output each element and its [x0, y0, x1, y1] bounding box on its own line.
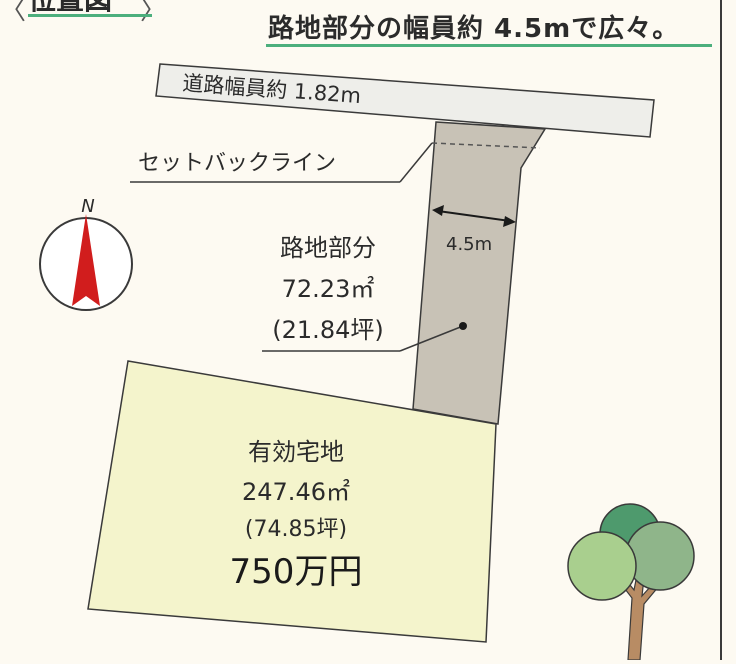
main-lot	[87, 360, 497, 643]
lot-area-tsubo: (74.85坪)	[245, 517, 347, 542]
setback-line	[431, 142, 541, 149]
tree-canopy-right	[625, 521, 695, 591]
width-arrow-line	[437, 210, 511, 222]
corner-label-text: 位置図	[28, 0, 112, 18]
frame-border-right	[720, 0, 722, 660]
setback-label: セットバックライン	[138, 151, 336, 176]
access-strip	[412, 121, 547, 425]
width-arrowhead-right	[503, 216, 516, 227]
strip-leader-dot	[459, 322, 467, 330]
strip-leader-diagonal	[399, 325, 464, 352]
width-label: 4.5m	[446, 234, 492, 255]
tree-canopy-left	[567, 531, 637, 601]
compass: N	[39, 196, 133, 311]
corner-paren-left: 〈	[0, 0, 27, 26]
strip-name: 路地部分	[280, 234, 376, 262]
strip-area-m2: 72.23㎡	[282, 275, 375, 303]
road-strip	[155, 63, 655, 138]
width-arrowhead-left	[432, 205, 444, 216]
tree-icon	[567, 503, 695, 661]
lot-area-m2: 247.46㎡	[242, 478, 350, 506]
strip-area-tsubo: (21.84坪)	[272, 316, 383, 344]
title-underline	[266, 44, 712, 47]
corner-paren-right: 〉	[140, 0, 167, 26]
page-title: 路地部分の幅員約 4.5mで広々。	[268, 14, 680, 44]
lot-name: 有効宅地	[248, 438, 344, 466]
corner-underline	[28, 14, 152, 17]
setback-leader-diagonal	[399, 142, 433, 183]
lot-price: 750万円	[230, 552, 363, 592]
compass-north-label: N	[81, 196, 94, 217]
north-arrow-icon	[72, 214, 100, 306]
